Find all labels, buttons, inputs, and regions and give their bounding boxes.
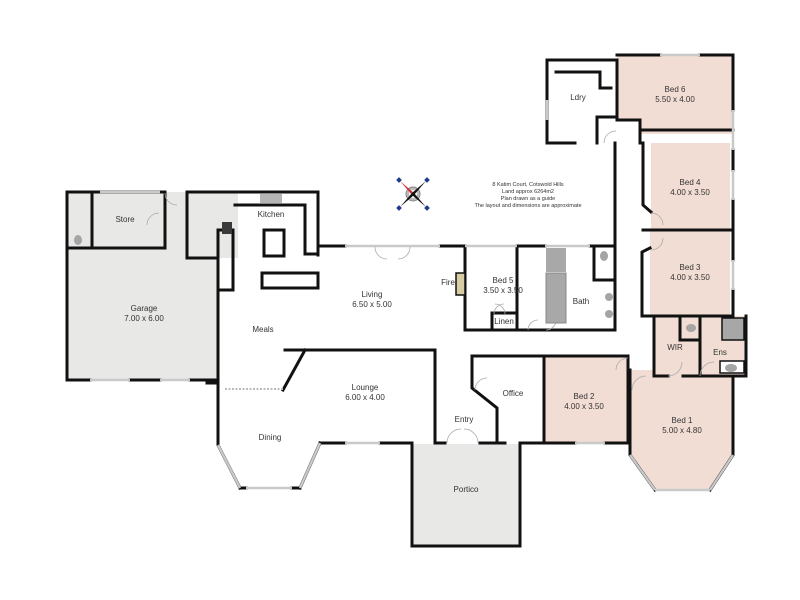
room-name: Bed 5 [492, 276, 514, 285]
kitchen-annex-fill [187, 192, 238, 258]
room-name: Office [502, 389, 524, 398]
room-name: Ldry [570, 93, 586, 102]
door-swings [146, 130, 715, 444]
address-text: 8 Katim Court, Cotswold Hills [492, 182, 564, 188]
room-name: Bath [572, 297, 590, 306]
room-name: WIR [667, 343, 683, 352]
room-dimensions: 3.50 x 3.50 [483, 286, 523, 295]
room-dimensions: 5.00 x 4.80 [662, 426, 702, 435]
bath-toilet [600, 251, 608, 261]
room-label-meals: Meals [252, 325, 273, 335]
room-name: Meals [252, 325, 274, 334]
room-dimensions: 4.00 x 3.50 [670, 273, 710, 282]
portico-fill [412, 444, 520, 546]
bathtub-top [546, 248, 566, 272]
fixtures [74, 194, 737, 372]
room-name: Bed 3 [679, 263, 701, 272]
windows [90, 53, 735, 492]
room-label-office: Office [503, 389, 524, 399]
bed1-fill [630, 370, 733, 490]
room-label-store: Store [115, 215, 134, 225]
room-label-ens: Ens [713, 348, 727, 358]
room-label-linen: Linen [494, 317, 514, 327]
bed2-fill [544, 356, 629, 443]
kitchen-sink [260, 194, 282, 203]
walls [65, 53, 748, 548]
room-label-fire: Fire [441, 278, 455, 288]
bed3-fill [650, 230, 730, 316]
room-name: Portico [453, 485, 479, 494]
cooktop [222, 222, 232, 234]
bath-basin-2 [605, 310, 613, 318]
garage-toilet [74, 235, 82, 245]
room-name: Garage [130, 304, 158, 313]
room-name: Dining [258, 433, 282, 442]
room-name: Fire [441, 278, 455, 287]
room-name: Linen [494, 317, 514, 326]
room-dimensions: 5.50 x 4.00 [655, 95, 695, 104]
room-label-portico: Portico [454, 485, 479, 495]
room-name: Lounge [351, 383, 379, 392]
garage-fill [67, 192, 218, 380]
room-name: Bed 4 [679, 178, 701, 187]
ens-toilet [686, 324, 696, 332]
corridor-pink-fill [640, 119, 733, 134]
bathtub [545, 272, 567, 324]
room-dimensions: 6.00 x 4.00 [345, 393, 385, 402]
room-name: Bed 2 [573, 392, 595, 401]
room-name: Entry [454, 415, 474, 424]
room-dimensions: 4.00 x 3.50 [670, 188, 710, 197]
room-label-kitchen: Kitchen [258, 210, 285, 220]
room-dimensions: 4.00 x 3.50 [564, 402, 604, 411]
room-dimensions: 6.50 x 5.00 [352, 300, 392, 309]
room-label-entry: Entry [455, 415, 474, 425]
room-name: Ens [713, 348, 727, 357]
room-name: Bed 1 [671, 416, 693, 425]
room-label-wir: WIR [667, 343, 683, 353]
ens-basin [725, 364, 737, 372]
room-dimensions: 7.00 x 6.00 [124, 314, 164, 323]
bed4-fill [651, 143, 730, 230]
land-text: Land approx 6264m2 [502, 189, 554, 195]
room-label-dining: Dining [259, 433, 282, 443]
room-name: Living [361, 290, 383, 299]
bed6-fill [617, 55, 733, 119]
bath-basin-1 [605, 293, 613, 301]
room-name: Bed 6 [664, 85, 686, 94]
disclaimer-text: The layout and dimensions are approximat… [474, 203, 582, 209]
plan-notes: 8 Katim Court, Cotswold Hills Land appro… [474, 182, 581, 210]
compass-rose-icon [396, 177, 430, 211]
room-name: Store [115, 215, 135, 224]
guide-text: Plan drawn as a guide [500, 196, 556, 202]
room-name: Kitchen [257, 210, 285, 219]
room-label-ldry: Ldry [570, 93, 586, 103]
room-label-bath: Bath [573, 297, 589, 307]
